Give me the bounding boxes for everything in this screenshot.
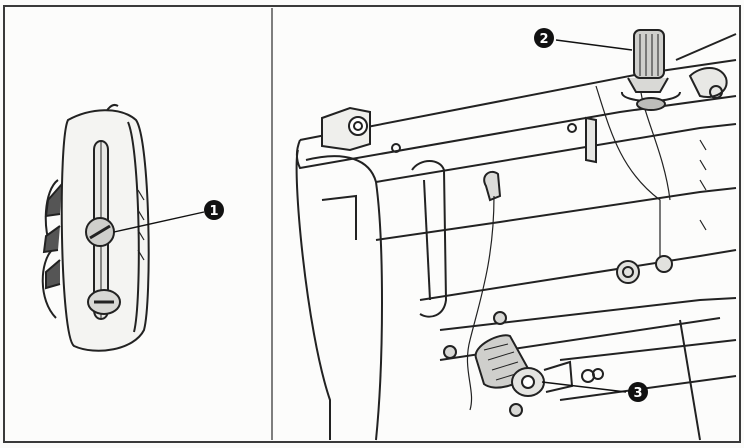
callout-1: 1: [204, 200, 224, 220]
callout-2: 2: [534, 28, 554, 48]
sewing-machine-head-illustration: [295, 29, 737, 441]
callout-1-leader: [113, 211, 205, 233]
callout-2-leader: [555, 39, 633, 51]
callout-3: 3: [628, 382, 648, 402]
svg-text:2: 2: [539, 32, 548, 47]
callout-3-leader: [541, 381, 627, 393]
svg-text:3: 3: [633, 386, 642, 401]
svg-text:1: 1: [209, 204, 218, 219]
right-panel: 2 3: [295, 28, 737, 441]
bobbin-case-illustration: [41, 104, 150, 352]
left-panel: 1: [41, 104, 224, 352]
